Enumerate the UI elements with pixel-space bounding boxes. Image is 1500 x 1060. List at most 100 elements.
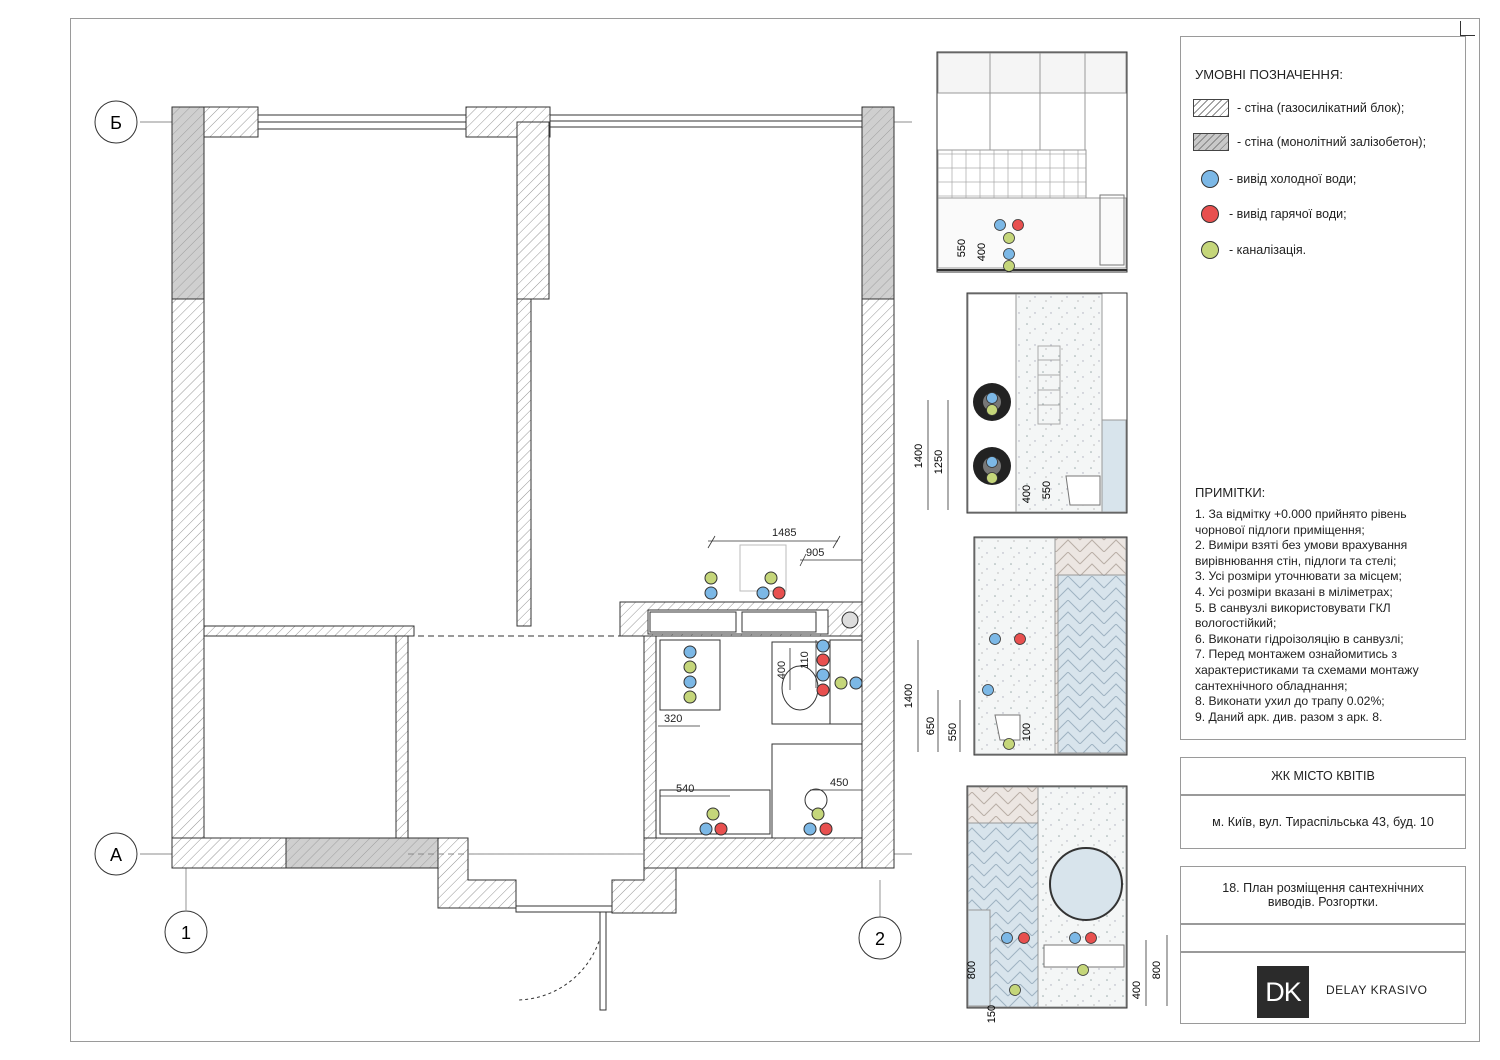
cold-water-outlet bbox=[1069, 932, 1081, 944]
sewer-outlet bbox=[764, 571, 778, 585]
notes-title: ПРИМІТКИ: bbox=[1195, 485, 1266, 500]
legend-title: УМОВНІ ПОЗНАЧЕННЯ: bbox=[1195, 67, 1343, 82]
partition-horizontal-left bbox=[203, 625, 415, 637]
hot-water-outlet bbox=[819, 822, 833, 836]
elev3-dim-1400: 1400 bbox=[903, 684, 915, 708]
sheet-corner-mark bbox=[1460, 21, 1475, 36]
legend-notes-panel: УМОВНІ ПОЗНАЧЕННЯ: - стіна (газосилікатн… bbox=[1180, 36, 1466, 740]
elev3-dim-550: 550 bbox=[947, 723, 959, 741]
wall-top-left bbox=[203, 106, 259, 138]
hot-water-outlet bbox=[1014, 633, 1026, 645]
dim-400: 400 bbox=[776, 661, 788, 679]
elev2-glass bbox=[1101, 419, 1127, 513]
sewer-outlet bbox=[706, 807, 720, 821]
hot-water-outlet bbox=[1012, 219, 1024, 231]
elev2-dim-400: 400 bbox=[1021, 485, 1033, 503]
shelf-left bbox=[649, 611, 737, 633]
dim-110: 110 bbox=[799, 651, 811, 669]
sewer-outlet bbox=[704, 571, 718, 585]
sewer-outlet bbox=[1009, 984, 1021, 996]
legend-label: - стіна (монолітний залізобетон); bbox=[1237, 135, 1427, 149]
axis-bubbles: Б А 1 2 bbox=[94, 100, 902, 960]
legend-label: - каналізація. bbox=[1229, 243, 1307, 257]
partition-bathroom-left bbox=[643, 635, 657, 839]
elev3-dim-650: 650 bbox=[925, 717, 937, 735]
sewer-outlet bbox=[1003, 738, 1015, 750]
wall-mono-left-top bbox=[171, 106, 205, 300]
elev4-dim-800-right: 800 bbox=[1151, 961, 1163, 979]
elev2-dim-1400: 1400 bbox=[913, 444, 925, 468]
legend-item-sewer: - каналізація. bbox=[1193, 241, 1306, 259]
partition-small-room bbox=[395, 635, 409, 839]
legend-label: - стіна (газосилікатний блок); bbox=[1237, 101, 1405, 115]
note-line: 4. Усі розміри вказані в міліметрах; bbox=[1195, 584, 1393, 599]
elev1-chair bbox=[1099, 194, 1125, 266]
note-line: 6. Виконати гідроізоляцію в санвузлі; bbox=[1195, 631, 1404, 646]
note-line: вирівнювання стін, підлоги та стелі; bbox=[1195, 553, 1397, 568]
elev3-dim-100: 100 bbox=[1021, 723, 1033, 741]
entry-threshold bbox=[515, 905, 613, 913]
hot-water-outlet bbox=[772, 586, 786, 600]
project-name: ЖК МІСТО КВІТІВ bbox=[1271, 769, 1375, 783]
elev3-dimension-lines bbox=[917, 640, 961, 752]
cold-water-outlet bbox=[1003, 248, 1015, 260]
axis-bubble-2 bbox=[858, 916, 902, 960]
dim-905: 905 bbox=[806, 547, 824, 559]
floor-plan bbox=[140, 106, 912, 1011]
elev4-glass bbox=[967, 909, 991, 1007]
axis-label-a: А bbox=[110, 845, 122, 865]
elevation-bathroom: 1400 650 550 100 bbox=[903, 536, 1128, 756]
shower-drain bbox=[804, 788, 828, 812]
elev2-dimension-lines bbox=[927, 400, 949, 510]
note-line: 9. Даний арк. див. разом з арк. 8. bbox=[1195, 709, 1383, 724]
elev4-dimension-lines bbox=[1145, 935, 1168, 1006]
drain-circle bbox=[841, 611, 859, 629]
vanity-cabinet bbox=[1043, 944, 1125, 968]
note-line: 5. В санвузлі використовувати ГКЛ bbox=[1195, 600, 1391, 615]
cold-water-outlet bbox=[849, 676, 863, 690]
note-line: характеристиками та схемами монтажу bbox=[1195, 662, 1419, 677]
note-line: 3. Усі розміри уточнювати за місцем; bbox=[1195, 569, 1402, 584]
cold-water-outlet bbox=[1001, 932, 1013, 944]
sewer-outlet bbox=[1003, 232, 1015, 244]
dim-450: 450 bbox=[830, 777, 848, 789]
elevation-kitchen: 550 400 bbox=[936, 51, 1128, 273]
axis-label-1: 1 bbox=[181, 923, 191, 943]
sewer-dot-icon bbox=[1201, 241, 1219, 259]
cold-water-outlet bbox=[816, 668, 830, 682]
sewer-outlet bbox=[986, 472, 998, 484]
elev1-backsplash bbox=[937, 149, 1087, 199]
axis-label-2: 2 bbox=[875, 929, 885, 949]
note-line: 8. Виконати ухил до трапу 0.02%; bbox=[1195, 694, 1385, 709]
note-line: 2. Виміри взяті без умови врахування bbox=[1195, 538, 1408, 553]
round-mirror bbox=[1049, 847, 1123, 921]
plan-dimension-lines bbox=[658, 535, 862, 797]
cold-water-outlet bbox=[986, 456, 998, 468]
note-line: 1. За відмітку +0.000 прийнято рівень bbox=[1195, 507, 1407, 521]
cold-water-outlet bbox=[803, 822, 817, 836]
elev4-dim-400: 400 bbox=[1131, 981, 1143, 999]
shelf-right bbox=[741, 611, 817, 633]
title-block-project: ЖК МІСТО КВІТІВ bbox=[1180, 757, 1466, 795]
cold-water-outlet bbox=[683, 645, 697, 659]
dim-320: 320 bbox=[664, 713, 682, 725]
wall-left bbox=[171, 298, 205, 839]
hot-water-outlet bbox=[714, 822, 728, 836]
legend-label: - вивід холодної води; bbox=[1229, 172, 1357, 186]
drawing-sheet-frame bbox=[70, 18, 1480, 1042]
cold-water-outlet bbox=[699, 822, 713, 836]
elev4-dim-800-left: 800 bbox=[966, 961, 978, 979]
sheet-title-line2: виводів. Розгортки. bbox=[1267, 895, 1379, 909]
hot-water-outlet bbox=[1018, 932, 1030, 944]
kitchen-block bbox=[739, 544, 787, 592]
hot-water-outlet bbox=[1085, 932, 1097, 944]
sewer-outlet bbox=[683, 690, 697, 704]
elev1-upper-cabinets bbox=[937, 52, 1127, 94]
axis-bubble-b bbox=[94, 100, 138, 144]
sewer-outlet bbox=[811, 807, 825, 821]
cold-water-outlet bbox=[756, 586, 770, 600]
sewer-outlet bbox=[1003, 260, 1015, 272]
elev2-dim-1250: 1250 bbox=[933, 450, 945, 474]
partition-upper bbox=[516, 298, 532, 627]
